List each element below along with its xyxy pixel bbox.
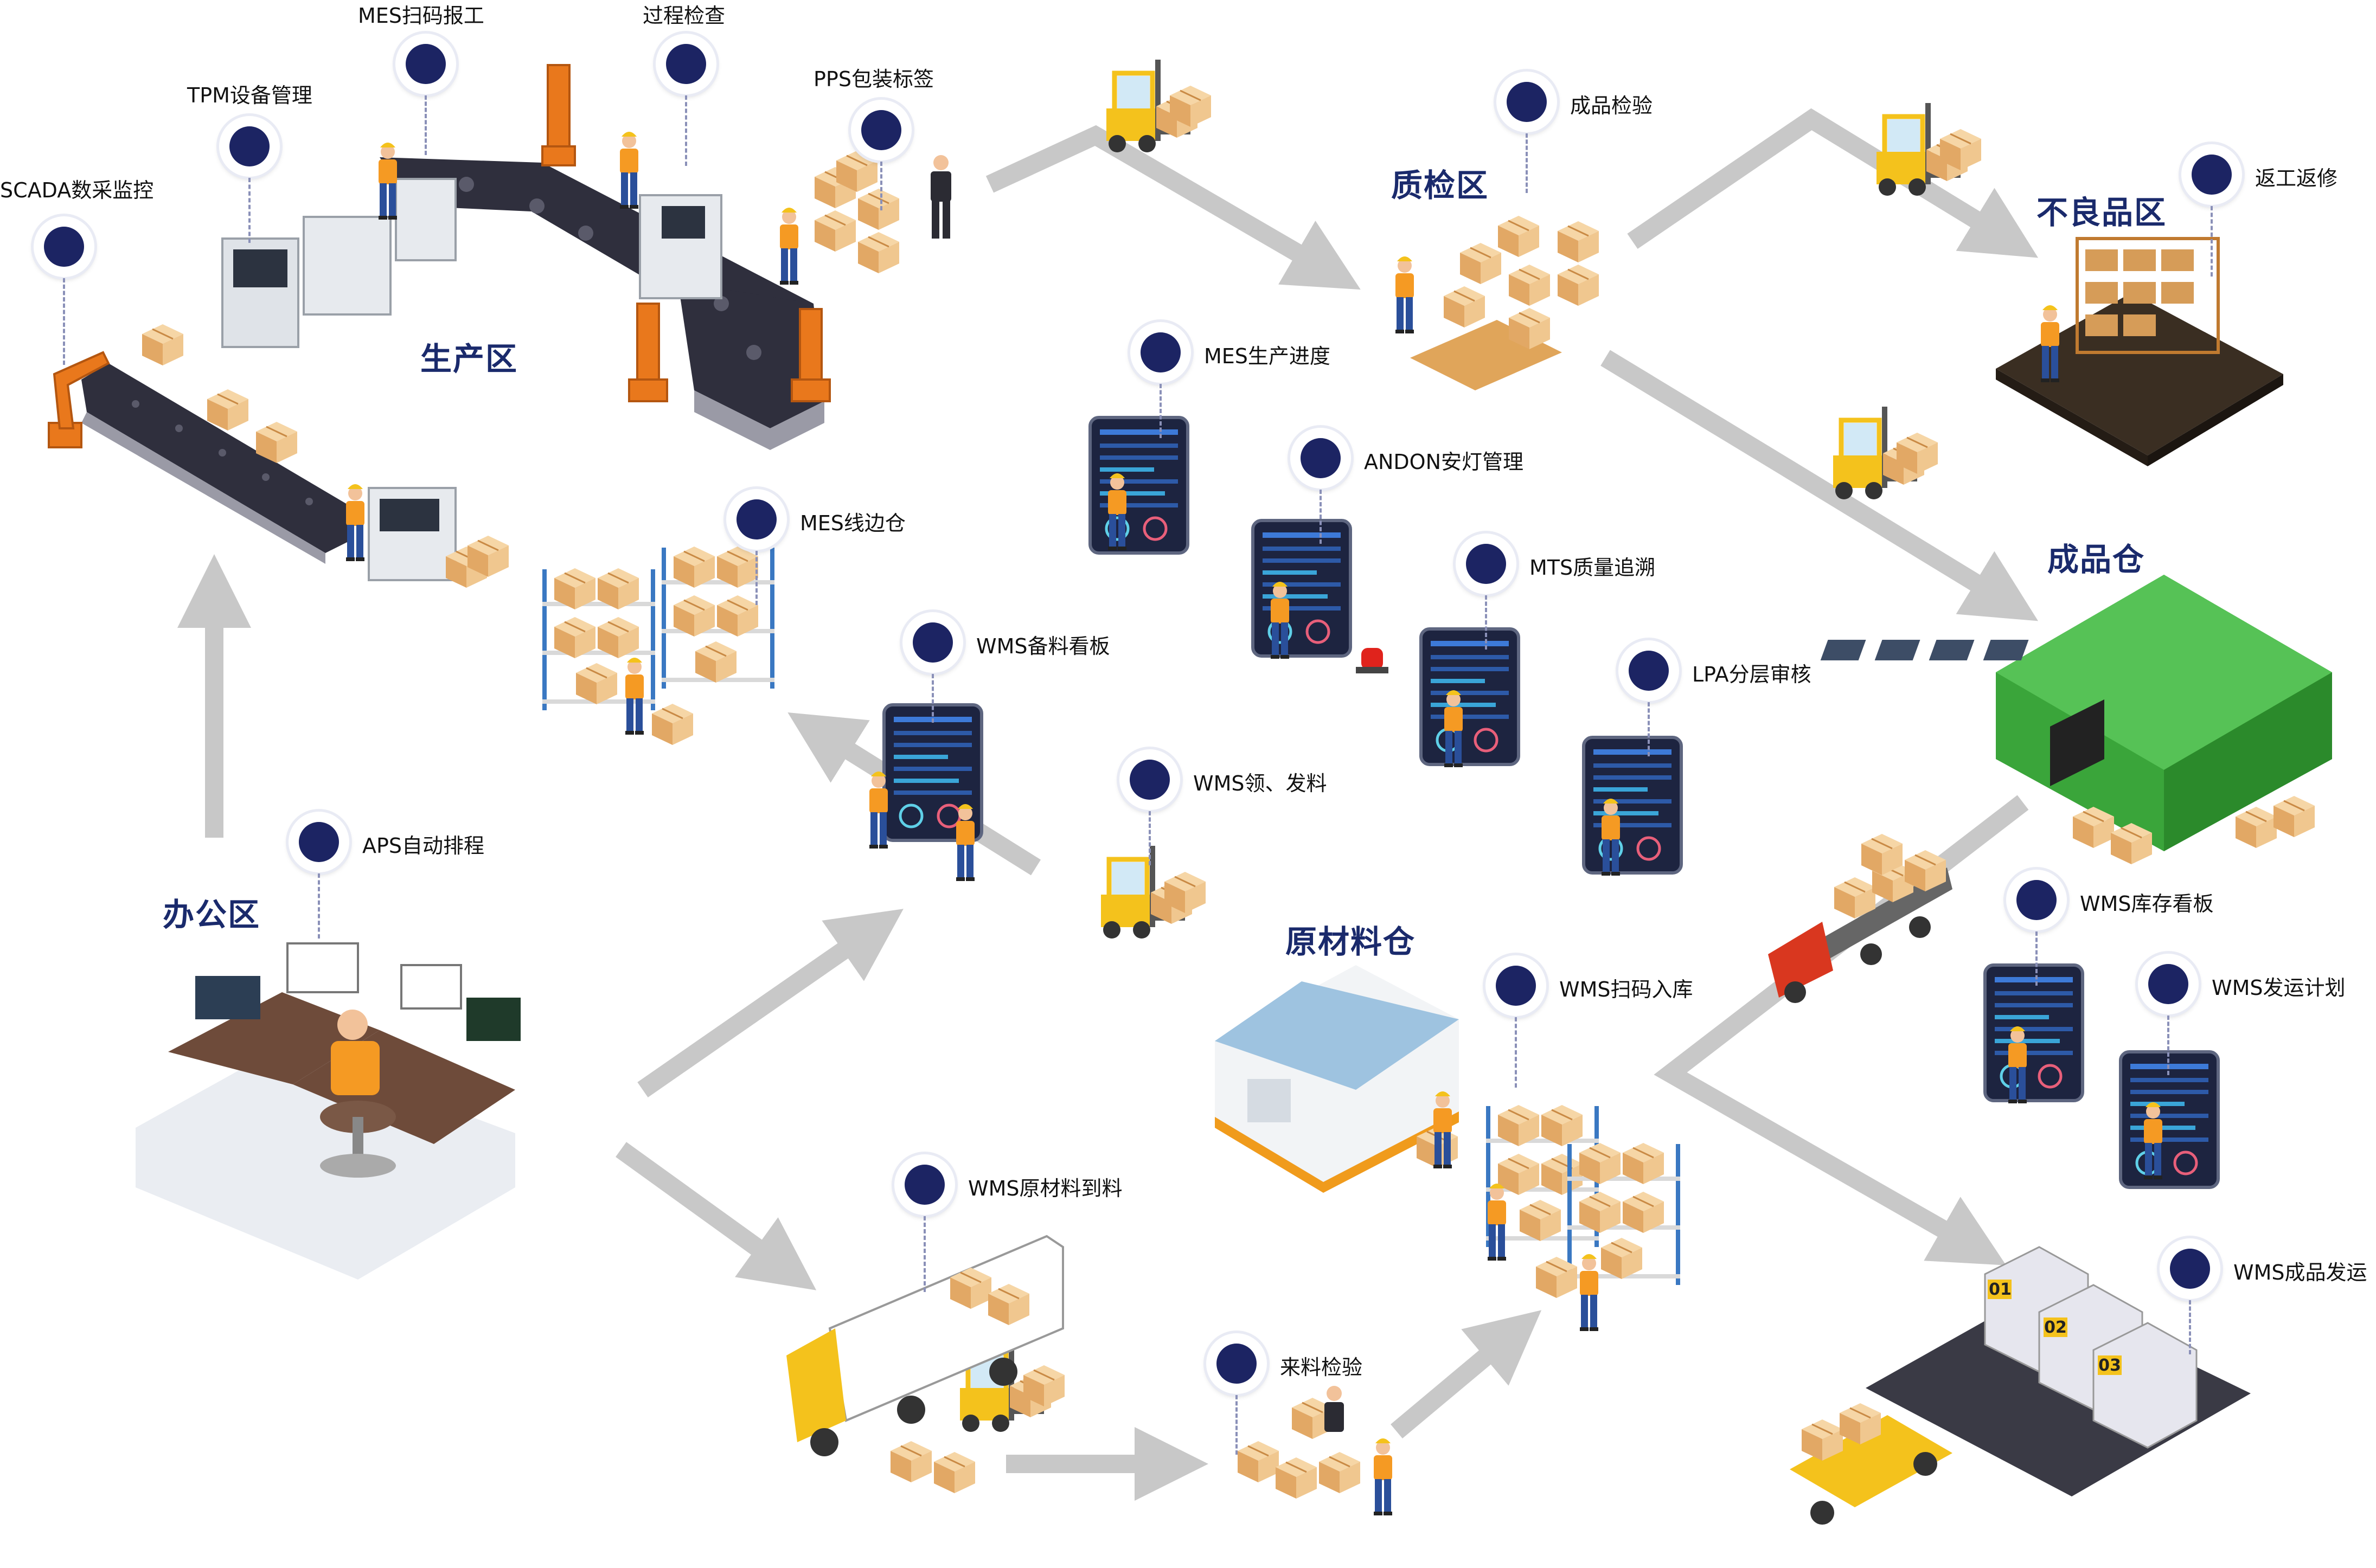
pin-label: MES生产进度 <box>1204 344 1330 368</box>
arrow-office-to-wms <box>637 909 904 1097</box>
board-screens <box>869 417 2218 1187</box>
pin-marker-icon <box>1119 749 1180 810</box>
pin-label: WMS备料看板 <box>976 634 1110 658</box>
pin-label: SCADA数采监控 <box>0 178 154 202</box>
arrow-production-to-qc <box>985 125 1361 290</box>
flow-arrows <box>177 108 2039 1501</box>
dock-number-2: 02 <box>2044 1318 2067 1337</box>
pin-marker-icon <box>1496 72 1557 132</box>
pin-label: 过程检查 <box>643 4 726 28</box>
zone-title-finished-warehouse: 成品仓 <box>2047 541 2146 578</box>
zone-title-defect: 不良品区 <box>2036 194 2167 231</box>
pin-label: WMS库存看板 <box>2080 892 2214 916</box>
pin-label: TPM设备管理 <box>187 83 312 107</box>
pin-marker-icon <box>2181 144 2242 205</box>
pin-label: ANDON安灯管理 <box>1364 450 1524 474</box>
office-art <box>136 942 521 1280</box>
pin-marker-icon <box>2138 954 2199 1014</box>
zone-title-office: 办公区 <box>163 896 261 933</box>
production-line <box>48 64 951 589</box>
defect-area-art <box>1996 237 2283 466</box>
pin-marker-icon <box>1290 428 1351 489</box>
outbound-red-truck-art <box>1768 833 1952 1003</box>
pin-label: WMS原材料到料 <box>968 1177 1123 1200</box>
pin-marker-icon <box>726 489 787 550</box>
dock-number-1: 01 <box>1989 1280 2012 1299</box>
pin-marker-icon <box>1456 534 1516 594</box>
pin-marker-icon <box>2160 1238 2220 1299</box>
pin-label: WMS领、发料 <box>1193 772 1327 795</box>
pin-label: 成品检验 <box>1570 94 1653 118</box>
pin-marker-icon <box>851 100 912 160</box>
finished-warehouse-art <box>1820 575 2332 865</box>
dock-number-3: 03 <box>2098 1356 2121 1375</box>
pin-marker-icon <box>1618 640 1679 701</box>
pin-label: WMS发运计划 <box>2212 976 2346 1000</box>
pin-marker-icon <box>894 1154 955 1215</box>
pin-label: LPA分层审核 <box>1692 663 1811 686</box>
pin-marker-icon <box>2006 870 2067 930</box>
pin-label: WMS成品发运 <box>2233 1261 2367 1284</box>
pin-marker-icon <box>1206 1333 1267 1394</box>
pin-marker-icon <box>34 216 94 277</box>
pin-label: 来料检验 <box>1280 1355 1363 1379</box>
pin-label: MES扫码报工 <box>358 4 484 28</box>
pin-label: WMS扫码入库 <box>1559 978 1693 1001</box>
shipping-docks-art <box>1790 1246 2251 1525</box>
line-stock-art <box>542 547 774 746</box>
pin-marker-icon <box>395 34 456 94</box>
pin-marker-icon <box>289 812 349 872</box>
pin-label: MTS质量追溯 <box>1529 556 1656 580</box>
pin-label: 返工返修 <box>2255 166 2338 190</box>
arrow-office-to-truck <box>616 1142 817 1290</box>
zone-title-production: 生产区 <box>420 340 518 377</box>
arrow-qc-to-warehouse <box>1600 350 2039 621</box>
pin-marker-icon <box>656 34 716 94</box>
zone-title-raw-warehouse: 原材料仓 <box>1285 923 1416 960</box>
zone-title-qc: 质检区 <box>1391 167 1489 204</box>
pin-label: PPS包装标签 <box>814 67 934 91</box>
inbound-truck-art <box>786 1235 1064 1494</box>
pin-label: MES线边仓 <box>800 511 906 535</box>
qc-area-art <box>1395 215 1600 390</box>
arrow-incoming-to-rawwh <box>1391 1310 1542 1439</box>
arrow-warehouse-to-shipping <box>1654 795 2029 1265</box>
pin-marker-icon <box>1130 322 1191 383</box>
pin-label: APS自动排程 <box>362 834 485 858</box>
raw-warehouse-art <box>1215 965 1459 1193</box>
arrow-qc-to-defect <box>1627 108 2039 258</box>
pin-marker-icon <box>1485 955 1546 1016</box>
pin-marker-icon <box>219 116 280 177</box>
pin-marker-icon <box>902 612 963 673</box>
